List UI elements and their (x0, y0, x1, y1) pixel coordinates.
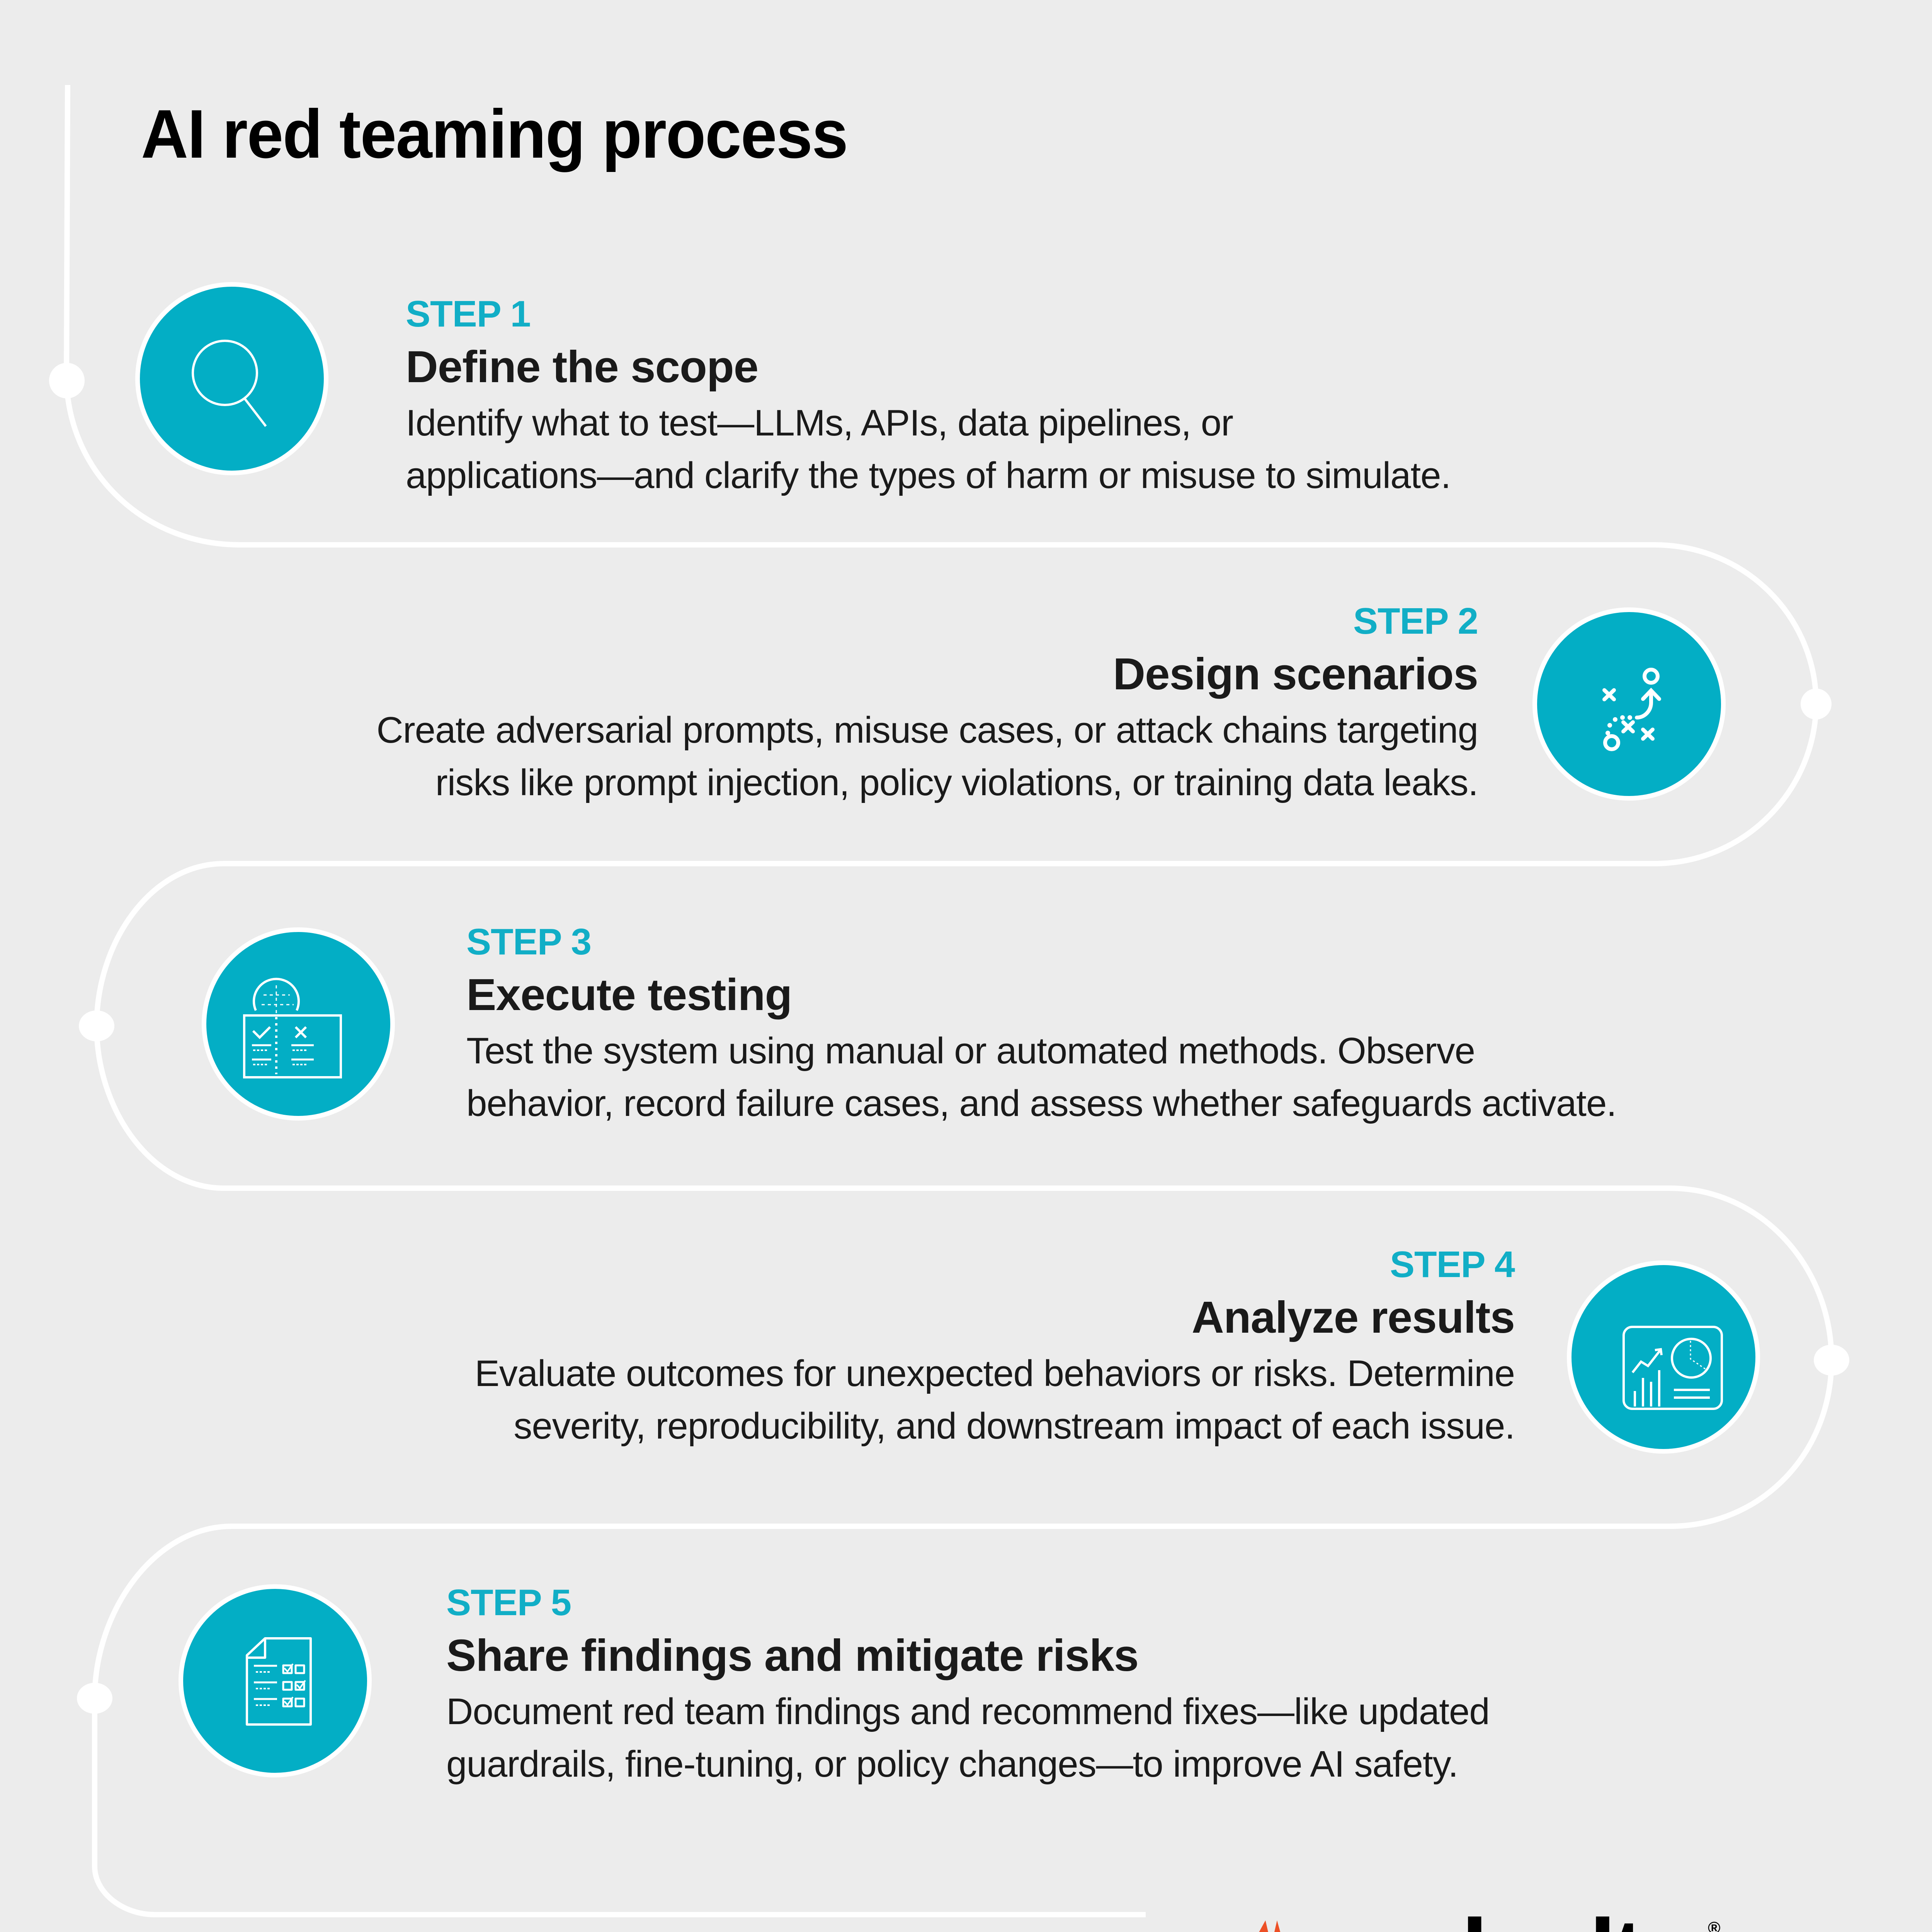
step-5-heading: Share findings and mitigate risks (446, 1630, 1139, 1680)
step-4-description: Evaluate outcomes for unexpected behavio… (474, 1353, 1515, 1447)
step-4-heading: Analyze results (1191, 1292, 1515, 1342)
step-2-icon-circle (1532, 607, 1726, 801)
step-2-description: Create adversarial prompts, misuse cases… (376, 709, 1478, 803)
logo-registered-mark: ® (1708, 1918, 1721, 1932)
step-1-content: STEP 1 Define the scope Identify what to… (406, 296, 1451, 502)
strategy-play-icon (1602, 668, 1661, 751)
step-4-content: STEP 4 Analyze results Evaluate outcomes… (475, 1246, 1515, 1452)
paloalto-logo-mark-icon (1259, 1920, 1281, 1932)
logo-wordmark: paloalto (1356, 1905, 1699, 1932)
analytics-dashboard-icon (1622, 1326, 1723, 1410)
test-board-icon (243, 978, 342, 1078)
step-5-icon-circle (179, 1584, 372, 1777)
step-3-label: STEP 3 (466, 921, 592, 963)
checklist-document-icon (246, 1637, 312, 1726)
step-5-content: STEP 5 Share findings and mitigate risks… (446, 1584, 1490, 1791)
page-title: AI red teaming process (141, 95, 848, 172)
step-5-description: Document red team findings and recommend… (446, 1691, 1490, 1785)
step-3-heading: Execute testing (466, 969, 792, 1020)
path-node-step-4 (1814, 1345, 1849, 1376)
path-node-step-3 (79, 1010, 114, 1041)
step-1-heading: Define the scope (406, 342, 759, 392)
path-node-step-2 (1801, 689, 1832, 719)
step-5-label: STEP 5 (446, 1582, 571, 1623)
step-3-icon-circle (202, 927, 395, 1121)
step-4-label: STEP 4 (1389, 1244, 1515, 1285)
step-1-label: STEP 1 (406, 293, 531, 335)
step-3-description: Test the system using manual or automate… (466, 1030, 1617, 1124)
step-4-icon-circle (1567, 1260, 1760, 1454)
step-1-icon-circle (135, 282, 328, 475)
path-node-step-1 (49, 363, 85, 398)
step-2-heading: Design scenarios (1113, 649, 1478, 699)
step-3-content: STEP 3 Execute testing Test the system u… (466, 921, 1617, 1130)
step-1-description: Identify what to test—LLMs, APIs, data p… (406, 402, 1451, 496)
step-2-label: STEP 2 (1353, 600, 1478, 642)
magnifying-glass-icon (192, 340, 267, 427)
step-2-content: STEP 2 Design scenarios Create adversari… (376, 603, 1478, 809)
paloalto-networks-logo: paloalto ® NETWORKS (1233, 1905, 1720, 1932)
path-node-step-5 (77, 1683, 112, 1714)
